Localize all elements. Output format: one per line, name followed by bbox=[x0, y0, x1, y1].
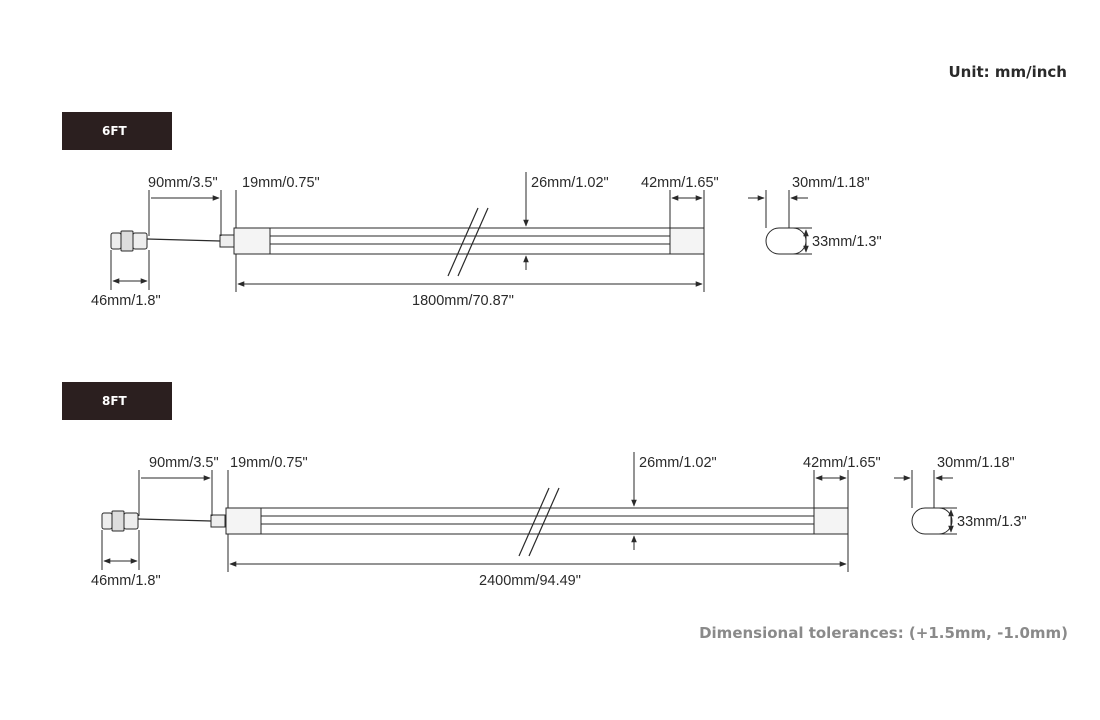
dim-end-cap-8ft: 42mm/1.65" bbox=[803, 455, 881, 471]
dim-end-gap-8ft: 19mm/0.75" bbox=[230, 455, 308, 471]
dim-length-8ft: 2400mm/94.49" bbox=[479, 573, 581, 589]
cable-8ft bbox=[137, 518, 212, 522]
gland-6ft bbox=[219, 234, 235, 248]
drawing-8ft bbox=[101, 452, 957, 572]
dim-connector-6ft: 46mm/1.8" bbox=[91, 293, 161, 309]
profile-6ft bbox=[748, 190, 812, 255]
cable-6ft bbox=[146, 238, 221, 242]
connector-6ft bbox=[110, 230, 148, 252]
dim-end-cap-6ft: 42mm/1.65" bbox=[641, 175, 719, 191]
unit-label: Unit: mm/inch bbox=[948, 63, 1067, 81]
dim-end-gap-6ft: 19mm/0.75" bbox=[242, 175, 320, 191]
dim-height-8ft: 26mm/1.02" bbox=[639, 455, 717, 471]
dim-profile-width-8ft: 30mm/1.18" bbox=[937, 455, 1015, 471]
variant-tag-6ft: 6FT bbox=[62, 112, 172, 150]
tube-6ft bbox=[233, 207, 705, 277]
dim-profile-height-8ft: 33mm/1.3" bbox=[957, 514, 1027, 530]
gland-8ft bbox=[210, 514, 226, 528]
tolerance-note: Dimensional tolerances: (+1.5mm, -1.0mm) bbox=[699, 624, 1068, 642]
profile-8ft bbox=[894, 470, 957, 535]
tube-8ft bbox=[225, 487, 849, 557]
dim-height-6ft: 26mm/1.02" bbox=[531, 175, 609, 191]
drawing-6ft bbox=[110, 172, 812, 292]
dim-cable-6ft: 90mm/3.5" bbox=[148, 175, 218, 191]
dim-profile-height-6ft: 33mm/1.3" bbox=[812, 234, 882, 250]
variant-tag-8ft: 8FT bbox=[62, 382, 172, 420]
dim-profile-width-6ft: 30mm/1.18" bbox=[792, 175, 870, 191]
dim-connector-8ft: 46mm/1.8" bbox=[91, 573, 161, 589]
dim-length-6ft: 1800mm/70.87" bbox=[412, 293, 514, 309]
dim-cable-8ft: 90mm/3.5" bbox=[149, 455, 219, 471]
connector-8ft bbox=[101, 510, 139, 532]
